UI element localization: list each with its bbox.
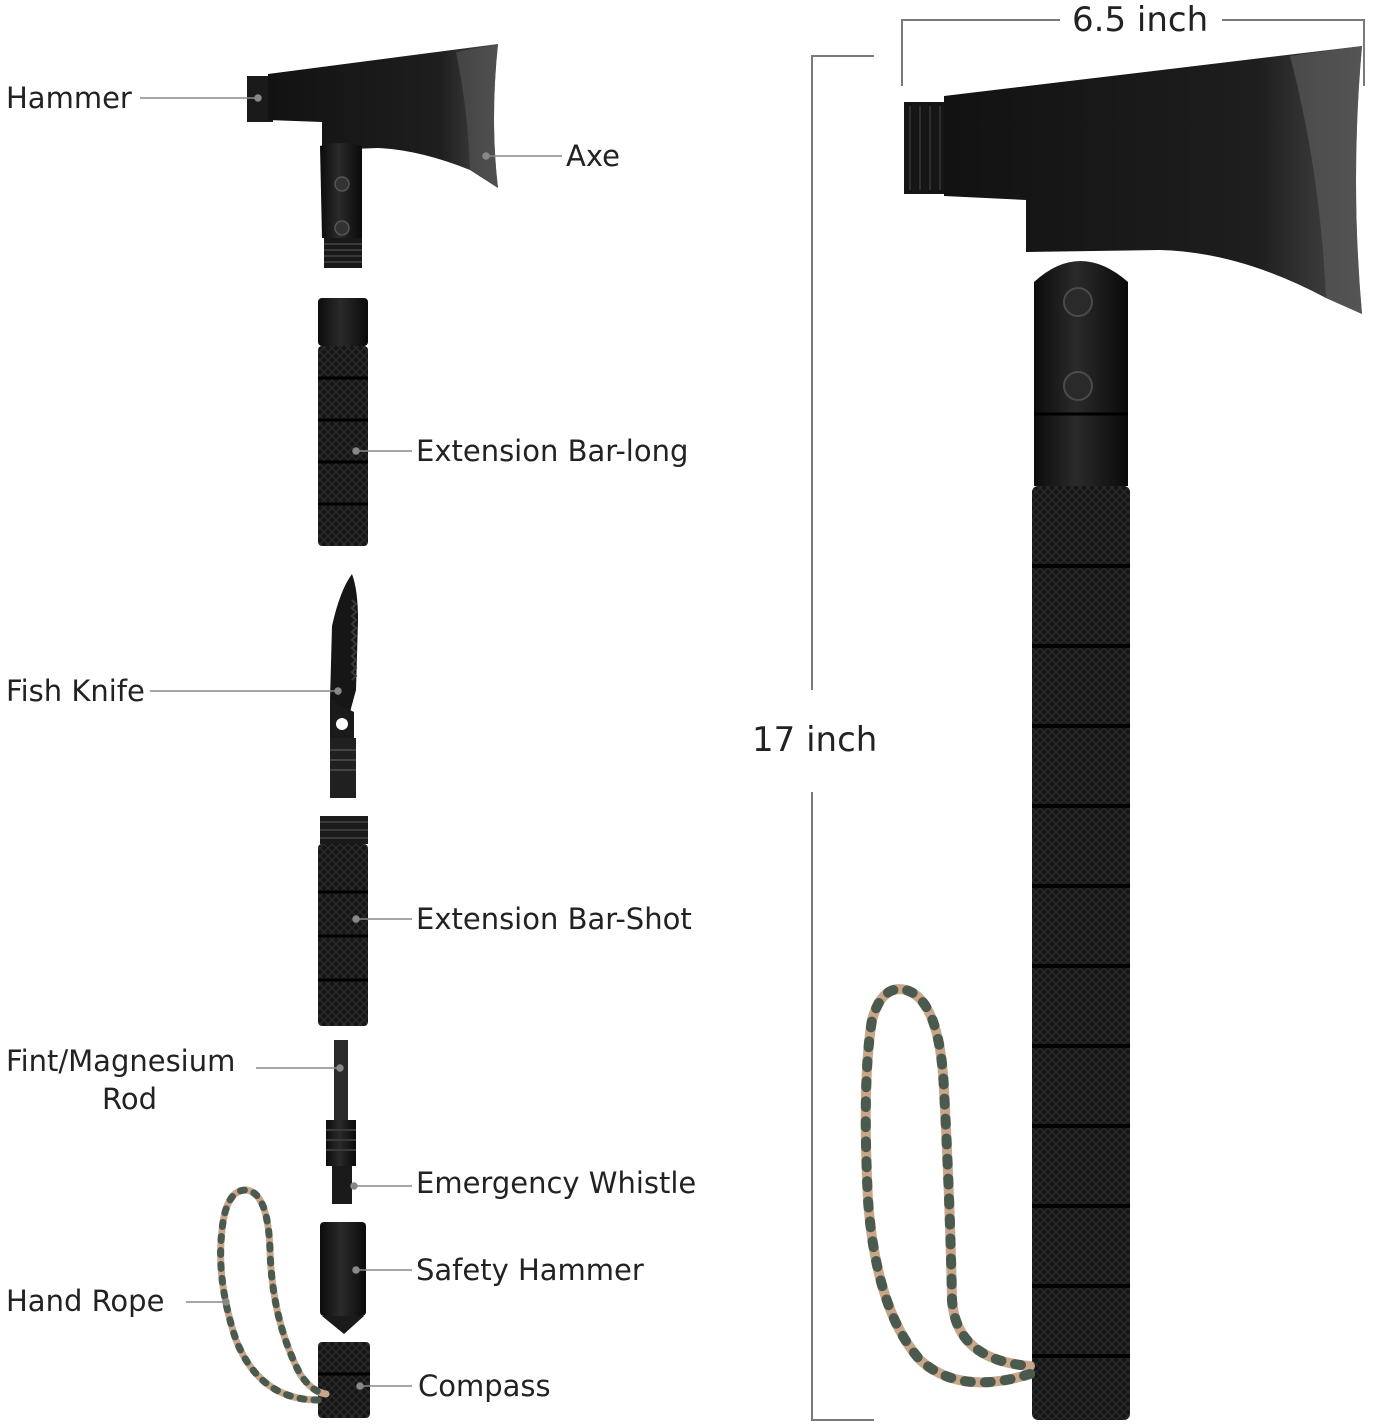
extension-bar-long-part xyxy=(318,298,368,546)
assembled-hand-rope xyxy=(860,984,1035,1388)
label-flint-rod-line2: Rod xyxy=(102,1082,157,1116)
label-compass: Compass xyxy=(418,1369,551,1403)
label-safety-hammer: Safety Hammer xyxy=(416,1253,644,1287)
dimension-brackets xyxy=(811,19,1365,1421)
dimension-width: 6.5 inch xyxy=(1072,0,1209,40)
extension-bar-short-part xyxy=(318,816,368,1026)
hand-rope-part xyxy=(217,1186,330,1404)
dimension-length: 17 inch xyxy=(752,720,878,760)
label-hammer: Hammer xyxy=(6,81,132,115)
flint-rod-part xyxy=(326,1040,356,1204)
label-axe: Axe xyxy=(566,139,620,173)
label-fish-knife: Fish Knife xyxy=(6,674,145,708)
label-hand-rope: Hand Rope xyxy=(6,1284,165,1318)
fish-knife-part xyxy=(330,574,358,798)
assembled-handle xyxy=(1032,261,1130,1420)
assembled-axe-head xyxy=(904,46,1362,314)
label-emergency-whistle: Emergency Whistle xyxy=(416,1166,697,1200)
label-extension-bar-long: Extension Bar-long xyxy=(416,434,689,468)
axe-head-part xyxy=(247,44,498,268)
leader-lines xyxy=(140,94,562,1390)
safety-hammer-part xyxy=(320,1222,366,1334)
label-extension-bar-short: Extension Bar-Shot xyxy=(416,902,692,936)
label-flint-rod-line1: Fint/Magnesium xyxy=(6,1044,236,1078)
compass-part xyxy=(318,1342,370,1418)
